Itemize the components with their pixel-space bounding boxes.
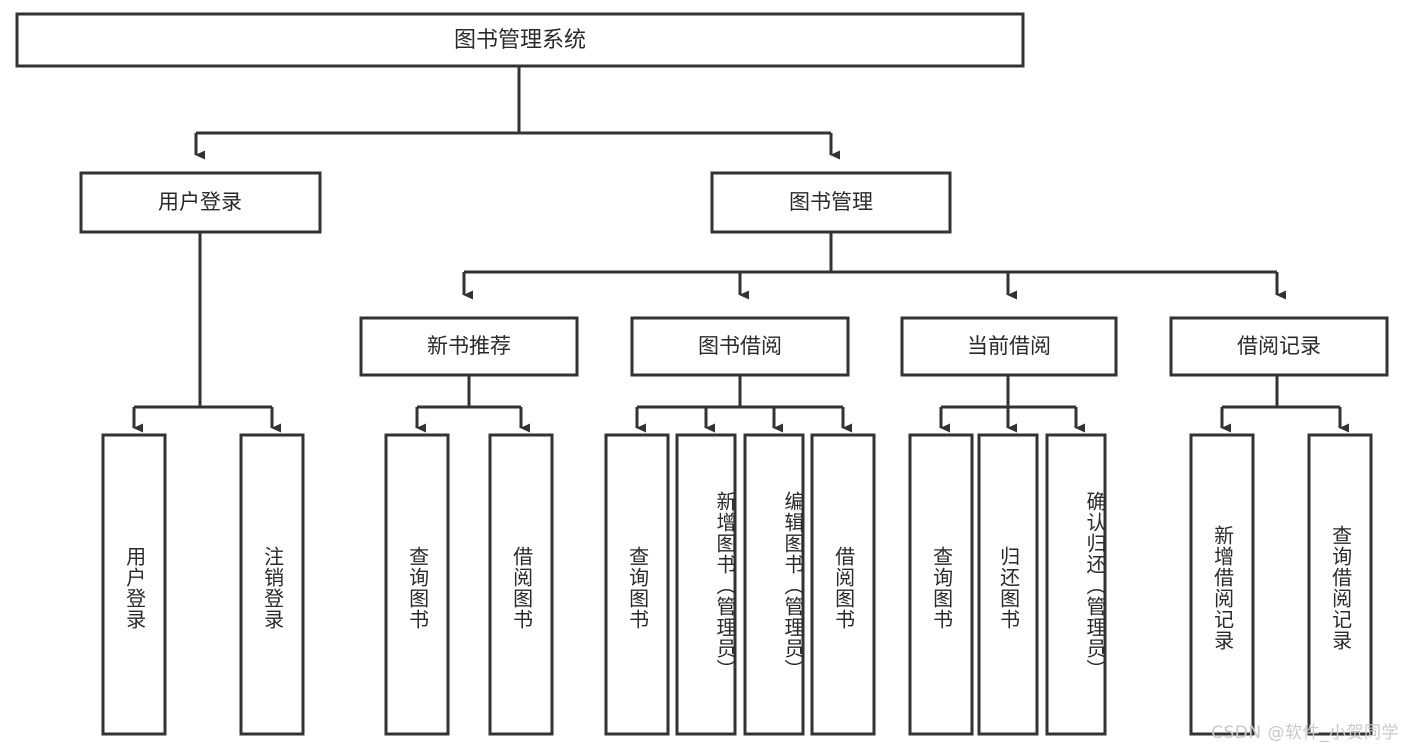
connector-bookborrow-to-leaves — [635, 375, 853, 433]
node-root-system[interactable]: 图书管理系统 — [15, 12, 1025, 68]
node-current-borrow-label: 当前借阅 — [967, 334, 1051, 358]
node-current-borrow[interactable]: 当前借阅 — [900, 316, 1118, 377]
leaf-box-query-book-2[interactable] — [604, 433, 670, 736]
leaf-box-add-book[interactable] — [675, 433, 737, 736]
leaf-box-query-record[interactable] — [1307, 433, 1373, 736]
node-borrow-record[interactable]: 借阅记录 — [1169, 316, 1389, 377]
node-new-book-recommend-label: 新书推荐 — [427, 334, 511, 358]
watermark-text: CSDN @软件_小贺同学 — [1211, 723, 1399, 743]
connector-newbook-to-leaves — [415, 375, 531, 433]
leaf-box-confirm-return[interactable] — [1045, 433, 1107, 736]
connector-bookmgmt-to-level3 — [462, 232, 1287, 300]
leaf-box-borrow-book-1[interactable] — [488, 433, 554, 736]
connector-borrowrecord-to-leaves — [1220, 375, 1350, 433]
node-book-management[interactable]: 图书管理 — [710, 171, 952, 234]
leaf-box-return-book[interactable] — [977, 433, 1039, 736]
node-root-system-label: 图书管理系统 — [454, 28, 586, 53]
connector-userlogin-to-leaves — [132, 232, 282, 433]
node-borrow-record-label: 借阅记录 — [1237, 334, 1321, 358]
leaf-box-logout-login[interactable] — [239, 433, 305, 736]
leaf-box-query-book-3[interactable] — [908, 433, 974, 736]
node-user-login[interactable]: 用户登录 — [79, 171, 322, 234]
node-book-borrow[interactable]: 图书借阅 — [630, 316, 850, 377]
leaf-box-user-login[interactable] — [101, 433, 167, 736]
leaf-box-query-book-1[interactable] — [384, 433, 450, 736]
leaf-box-add-record[interactable] — [1189, 433, 1255, 736]
leaf-box-borrow-book-2[interactable] — [810, 433, 876, 736]
leaf-box-edit-book[interactable] — [743, 433, 805, 736]
connector-root-to-level2 — [194, 66, 841, 160]
node-new-book-recommend[interactable]: 新书推荐 — [359, 316, 579, 377]
connector-currentborrow-to-leaves — [939, 375, 1086, 433]
node-book-management-label: 图书管理 — [789, 190, 873, 214]
node-book-borrow-label: 图书借阅 — [698, 334, 782, 358]
node-user-login-label: 用户登录 — [158, 190, 242, 214]
